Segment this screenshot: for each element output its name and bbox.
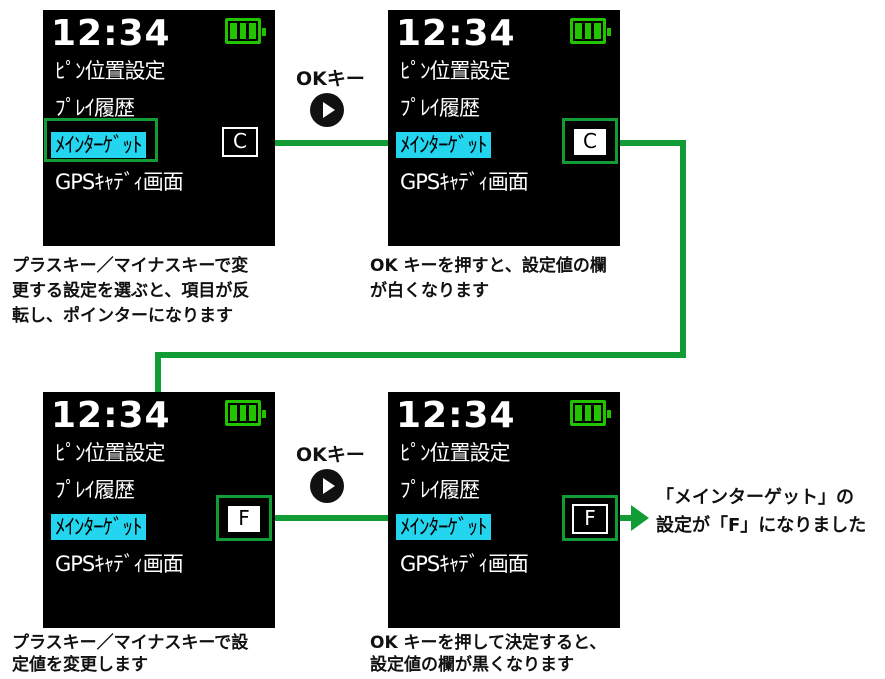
caption-step-1: プラスキー／マイナスキーで変 更する設定を選ぶと、項目が反 転し、ポインターにな… <box>12 256 250 326</box>
setting-value[interactable]: C <box>572 127 608 157</box>
result-arrow-icon <box>631 505 649 531</box>
caption-step-4: OK キーを押して決定すると、 設定値の欄が黒くなります <box>370 633 607 675</box>
menu-item-pin-position[interactable]: ﾋﾟﾝ位置設定 <box>55 59 165 83</box>
menu-item-play-history[interactable]: ﾌﾟﾚｲ履歴 <box>55 478 135 502</box>
setting-value[interactable]: F <box>226 504 262 534</box>
result-text: 「メインターゲット」の 設定が「F」になりました <box>656 487 867 536</box>
menu-item-main-target[interactable]: ﾒｲﾝﾀｰｹﾞｯﾄ <box>51 132 146 158</box>
menu-item-main-target[interactable]: ﾒｲﾝﾀｰｹﾞｯﾄ <box>51 514 146 540</box>
ok-key-label: OKキー <box>296 444 365 466</box>
connector-line <box>266 515 396 521</box>
selection-frame <box>44 118 158 162</box>
battery-icon <box>225 400 266 426</box>
setting-value[interactable]: C <box>222 127 258 157</box>
battery-icon <box>570 18 611 44</box>
clock-time: 12:34 <box>396 395 516 436</box>
clock-time: 12:34 <box>51 395 171 436</box>
settings-menu: ﾋﾟﾝ位置設定 ﾌﾟﾚｲ履歴 ﾒｲﾝﾀｰｹﾞｯﾄ GPSｷｬﾃﾞｨ画面 <box>396 58 532 206</box>
menu-item-gps-caddy[interactable]: GPSｷｬﾃﾞｨ画面 <box>400 552 529 576</box>
ok-key-label: OKキー <box>296 68 365 90</box>
menu-item-play-history[interactable]: ﾌﾟﾚｲ履歴 <box>55 96 135 120</box>
settings-menu: ﾋﾟﾝ位置設定 ﾌﾟﾚｲ履歴 ﾒｲﾝﾀｰｹﾞｯﾄ GPSｷｬﾃﾞｨ画面 <box>51 440 187 588</box>
connector-line <box>266 140 396 146</box>
connector-line <box>155 352 686 358</box>
caption-step-2: OK キーを押すと、設定値の欄 が白くなります <box>370 256 607 301</box>
menu-item-play-history[interactable]: ﾌﾟﾚｲ履歴 <box>400 478 480 502</box>
menu-item-gps-caddy[interactable]: GPSｷｬﾃﾞｨ画面 <box>55 552 184 576</box>
connector-line <box>155 352 161 392</box>
menu-item-pin-position[interactable]: ﾋﾟﾝ位置設定 <box>400 59 510 83</box>
menu-item-gps-caddy[interactable]: GPSｷｬﾃﾞｨ画面 <box>400 170 529 194</box>
clock-time: 12:34 <box>51 13 171 54</box>
settings-menu: ﾋﾟﾝ位置設定 ﾌﾟﾚｲ履歴 ﾒｲﾝﾀｰｹﾞｯﾄ GPSｷｬﾃﾞｨ画面 <box>396 440 532 588</box>
menu-item-gps-caddy[interactable]: GPSｷｬﾃﾞｨ画面 <box>55 170 184 194</box>
device-screen-2: 12:34 ﾋﾟﾝ位置設定 ﾌﾟﾚｲ履歴 ﾒｲﾝﾀｰｹﾞｯﾄ GPSｷｬﾃﾞｨ画… <box>388 10 620 246</box>
battery-icon <box>225 18 266 44</box>
menu-item-main-target[interactable]: ﾒｲﾝﾀｰｹﾞｯﾄ <box>396 514 491 540</box>
connector-line <box>680 140 686 358</box>
caption-step-3: プラスキー／マイナスキーで設 定値を変更します <box>12 633 249 675</box>
menu-item-pin-position[interactable]: ﾋﾟﾝ位置設定 <box>400 441 510 465</box>
menu-item-play-history[interactable]: ﾌﾟﾚｲ履歴 <box>400 96 480 120</box>
menu-item-main-target[interactable]: ﾒｲﾝﾀｰｹﾞｯﾄ <box>396 132 491 158</box>
connector-line <box>618 515 632 521</box>
value-frame <box>216 495 272 541</box>
play-icon <box>310 469 344 503</box>
settings-menu: ﾋﾟﾝ位置設定 ﾌﾟﾚｲ履歴 ﾒｲﾝﾀｰｹﾞｯﾄ GPSｷｬﾃﾞｨ画面 <box>51 58 187 206</box>
battery-icon <box>570 400 611 426</box>
play-icon <box>310 93 344 127</box>
connector-line <box>618 140 686 146</box>
clock-time: 12:34 <box>396 13 516 54</box>
menu-item-pin-position[interactable]: ﾋﾟﾝ位置設定 <box>55 441 165 465</box>
device-screen-4: 12:34 ﾋﾟﾝ位置設定 ﾌﾟﾚｲ履歴 ﾒｲﾝﾀｰｹﾞｯﾄ GPSｷｬﾃﾞｨ画… <box>388 392 620 628</box>
value-frame <box>562 118 618 164</box>
setting-value[interactable]: F <box>572 504 608 534</box>
value-frame <box>562 495 618 541</box>
